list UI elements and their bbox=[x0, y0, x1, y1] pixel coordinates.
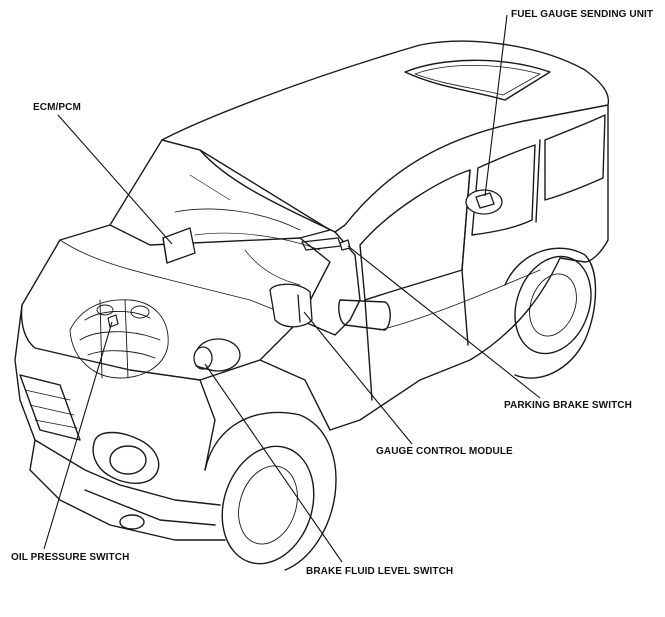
headlight bbox=[92, 431, 160, 484]
front-bumper bbox=[29, 439, 226, 541]
front-wheel bbox=[221, 445, 315, 565]
ecm-pcm-label: ECM/PCM bbox=[33, 102, 81, 113]
windshield bbox=[109, 139, 331, 246]
leader-ecm-pcm bbox=[57, 114, 173, 245]
engine bbox=[69, 299, 169, 379]
side-mirror bbox=[338, 299, 391, 331]
front-side-window bbox=[359, 169, 471, 301]
fuel-gauge-sending-unit-label: FUEL GAUGE SENDING UNIT bbox=[511, 9, 654, 20]
leader-gauge-control bbox=[303, 311, 413, 445]
brake-fluid-reservoir bbox=[193, 338, 241, 372]
parking-brake-switch-label: PARKING BRAKE SWITCH bbox=[504, 400, 632, 411]
fuel-gauge-sending-unit bbox=[465, 189, 503, 215]
front-fascia bbox=[14, 304, 221, 506]
rear-quarter-window bbox=[544, 114, 606, 201]
gauge-control-module bbox=[269, 283, 313, 328]
rear-wheel-arch bbox=[504, 247, 597, 379]
oil-pressure-switch-label: OIL PRESSURE SWITCH bbox=[11, 552, 130, 563]
rear-wheel bbox=[514, 255, 592, 355]
sunroof bbox=[404, 59, 551, 101]
grille bbox=[19, 374, 81, 441]
leader-oil-pressure bbox=[43, 321, 113, 550]
front-wheel-arch bbox=[204, 411, 337, 571]
roof-outline bbox=[161, 40, 610, 233]
leader-brake-fluid bbox=[204, 363, 343, 563]
gauge-control-module-label: GAUGE CONTROL MODULE bbox=[376, 446, 513, 457]
ecm-pcm-unit bbox=[162, 227, 196, 264]
oil-pressure-switch bbox=[107, 314, 119, 328]
parking-brake-switch bbox=[301, 237, 351, 251]
body-side bbox=[329, 104, 609, 431]
brake-fluid-level-switch-label: BRAKE FLUID LEVEL SWITCH bbox=[306, 566, 454, 577]
leader-fuel-gauge bbox=[484, 14, 508, 197]
leader-parking-brake bbox=[347, 245, 541, 399]
rear-side-window bbox=[471, 144, 536, 236]
